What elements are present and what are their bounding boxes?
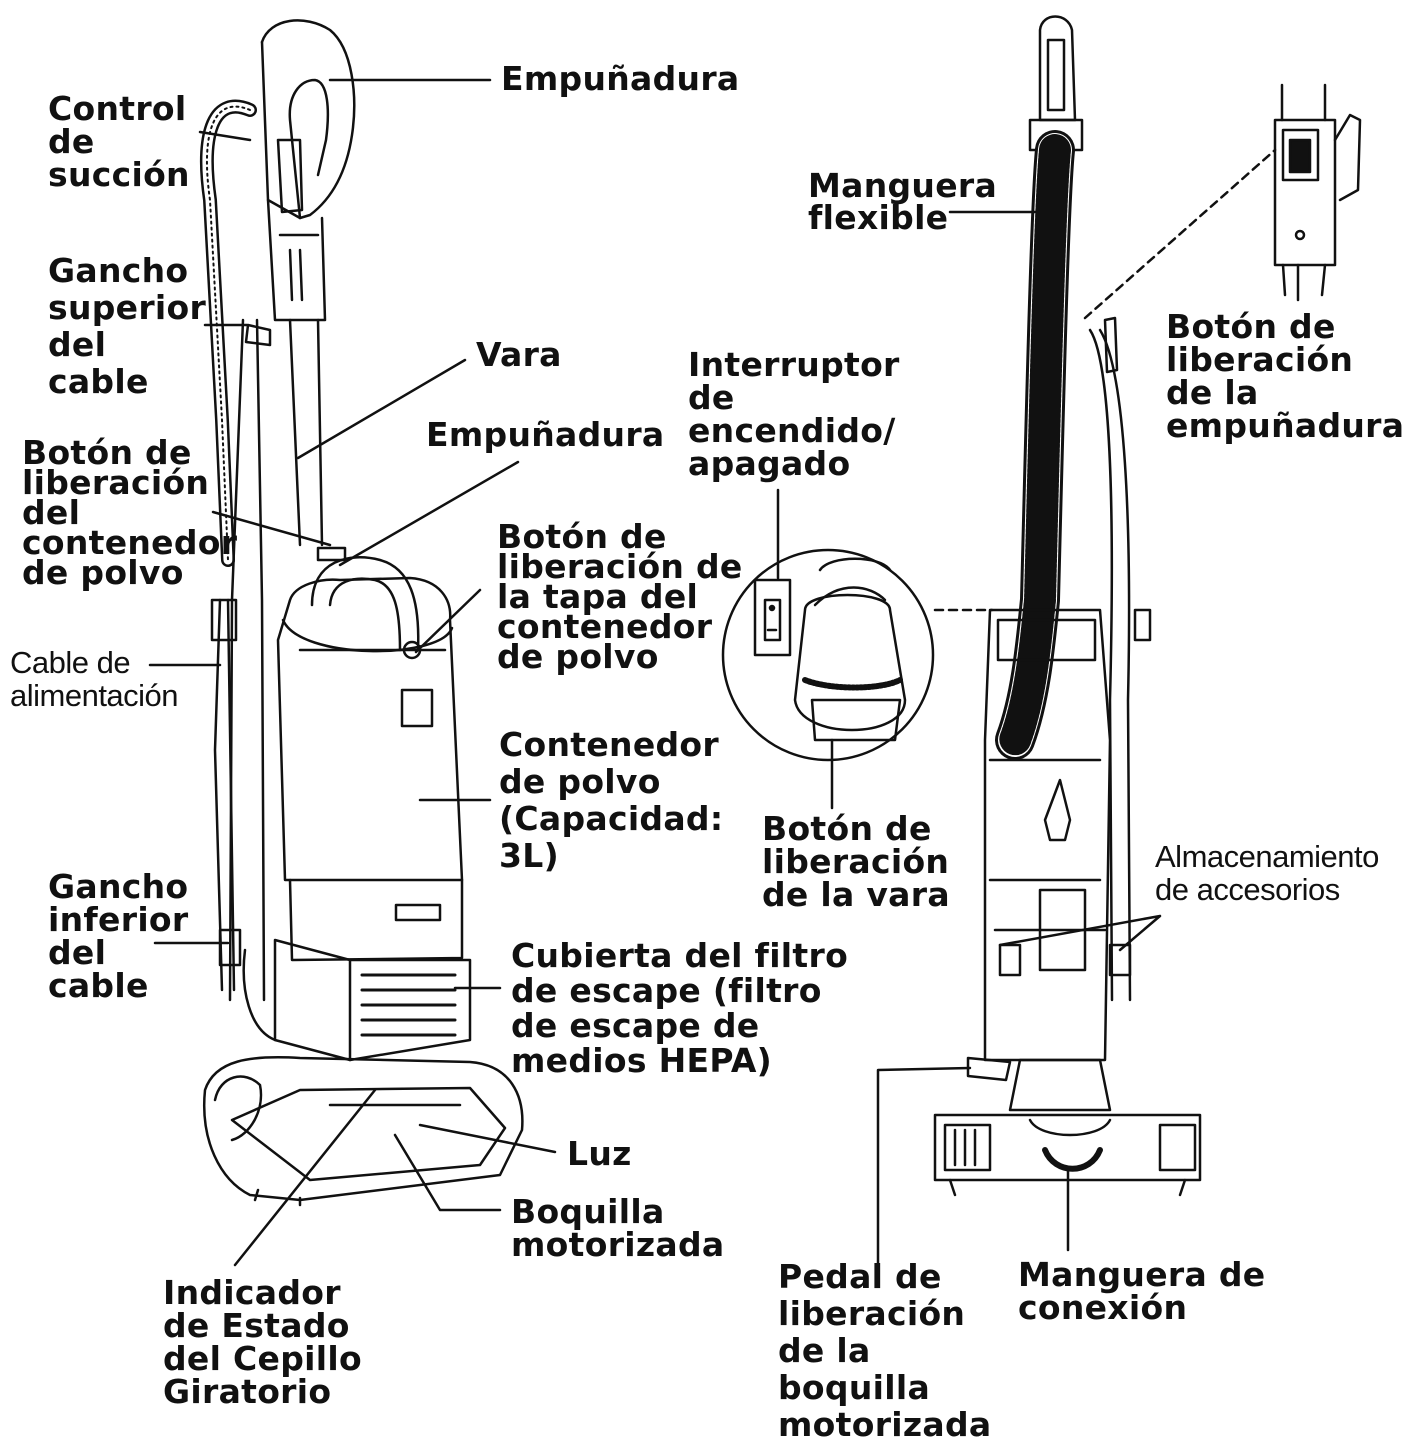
label-empunadura-mid: Empuñadura — [426, 415, 665, 454]
label-pedal: Pedal de liberación de la boquilla motor… — [778, 1257, 992, 1444]
label-control-succion: Control de succión — [48, 89, 190, 194]
label-manguera-conexion: Manguera de conexión — [1018, 1255, 1266, 1327]
label-cubierta-filtro: Cubierta del filtro de escape (filtro de… — [511, 936, 849, 1080]
label-boton-empunadura: Botón de liberación de la empuñadura — [1166, 307, 1405, 445]
label-interruptor: Interruptor de encendido/ apagado — [688, 345, 900, 483]
label-gancho-inferior: Gancho inferior del cable — [48, 867, 189, 1005]
switch-inset — [721, 548, 935, 762]
label-gancho-superior: Gancho superior del cable — [48, 251, 207, 401]
right-vacuum-drawing — [933, 15, 1202, 1197]
label-boton-tapa: Botón de liberación de la tapa del conte… — [497, 517, 743, 676]
label-luz: Luz — [567, 1134, 632, 1173]
leader-lines — [148, 78, 1300, 1272]
left-vacuum-drawing — [200, 19, 524, 1207]
label-boquilla: Boquilla motorizada — [511, 1192, 725, 1264]
label-manguera-flexible: Manguera flexible — [808, 166, 998, 237]
label-empunadura-top: Empuñadura — [501, 59, 740, 98]
label-vara: Vara — [476, 335, 562, 374]
label-contenedor: Contenedor de polvo (Capacidad: 3L) — [499, 725, 724, 875]
label-almacenamiento: Almacenamiento de accesorios — [1155, 839, 1379, 907]
label-boton-vara: Botón de liberación de la vara — [762, 809, 950, 914]
handle-release-inset — [1273, 83, 1362, 297]
dashed-connectors — [933, 148, 1277, 612]
label-cable-alimentacion: Cable de alimentación — [10, 645, 179, 713]
label-boton-contenedor: Botón de liberación del contenedor de po… — [22, 433, 238, 592]
label-indicador: Indicador de Estado del Cepillo Giratori… — [163, 1273, 362, 1411]
